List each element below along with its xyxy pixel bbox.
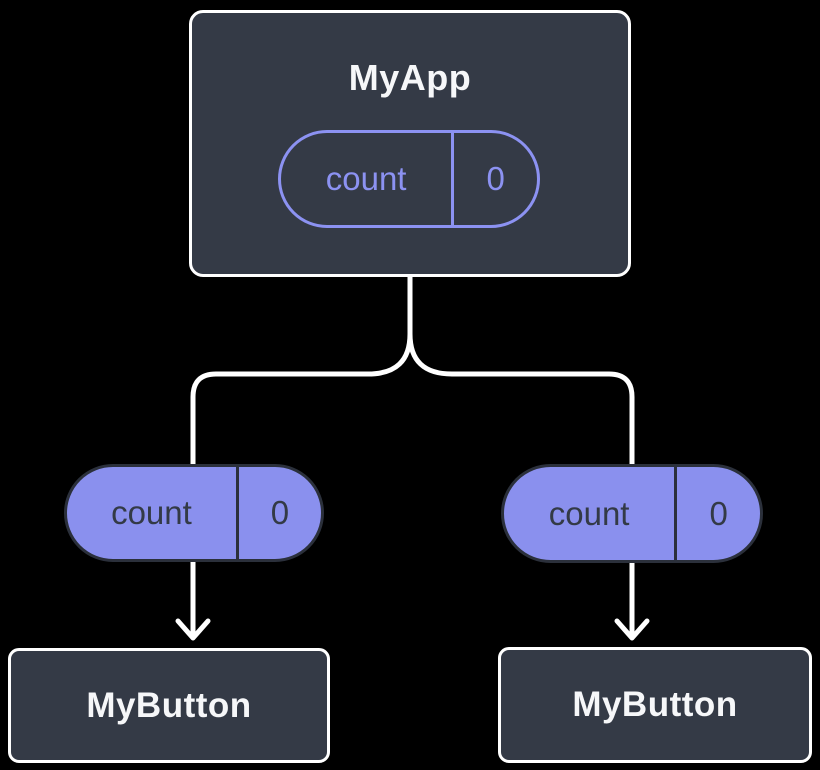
connector-branch-left (190, 274, 413, 637)
state-pill-value: 0 (486, 160, 505, 197)
connector-branch-right (407, 274, 635, 637)
prop-pill-name: count (504, 467, 678, 560)
component-node-mybutton-right: MyButton (498, 647, 812, 763)
arrowhead-right-icon (614, 618, 650, 641)
prop-pill-value: 0 (709, 494, 728, 532)
prop-pill-value: 0 (270, 494, 290, 531)
state-pill-root: count 0 (278, 130, 540, 228)
component-node-mybutton-left: MyButton (8, 648, 330, 763)
prop-pill-right: count 0 (501, 464, 763, 563)
prop-pill-left: count 0 (64, 464, 324, 562)
component-title: MyApp (348, 57, 472, 98)
state-pill-name: count (281, 133, 455, 225)
prop-pill-name: count (67, 467, 239, 559)
component-node-myapp: MyApp count 0 (189, 10, 631, 277)
arrowhead-left-icon (175, 618, 211, 641)
